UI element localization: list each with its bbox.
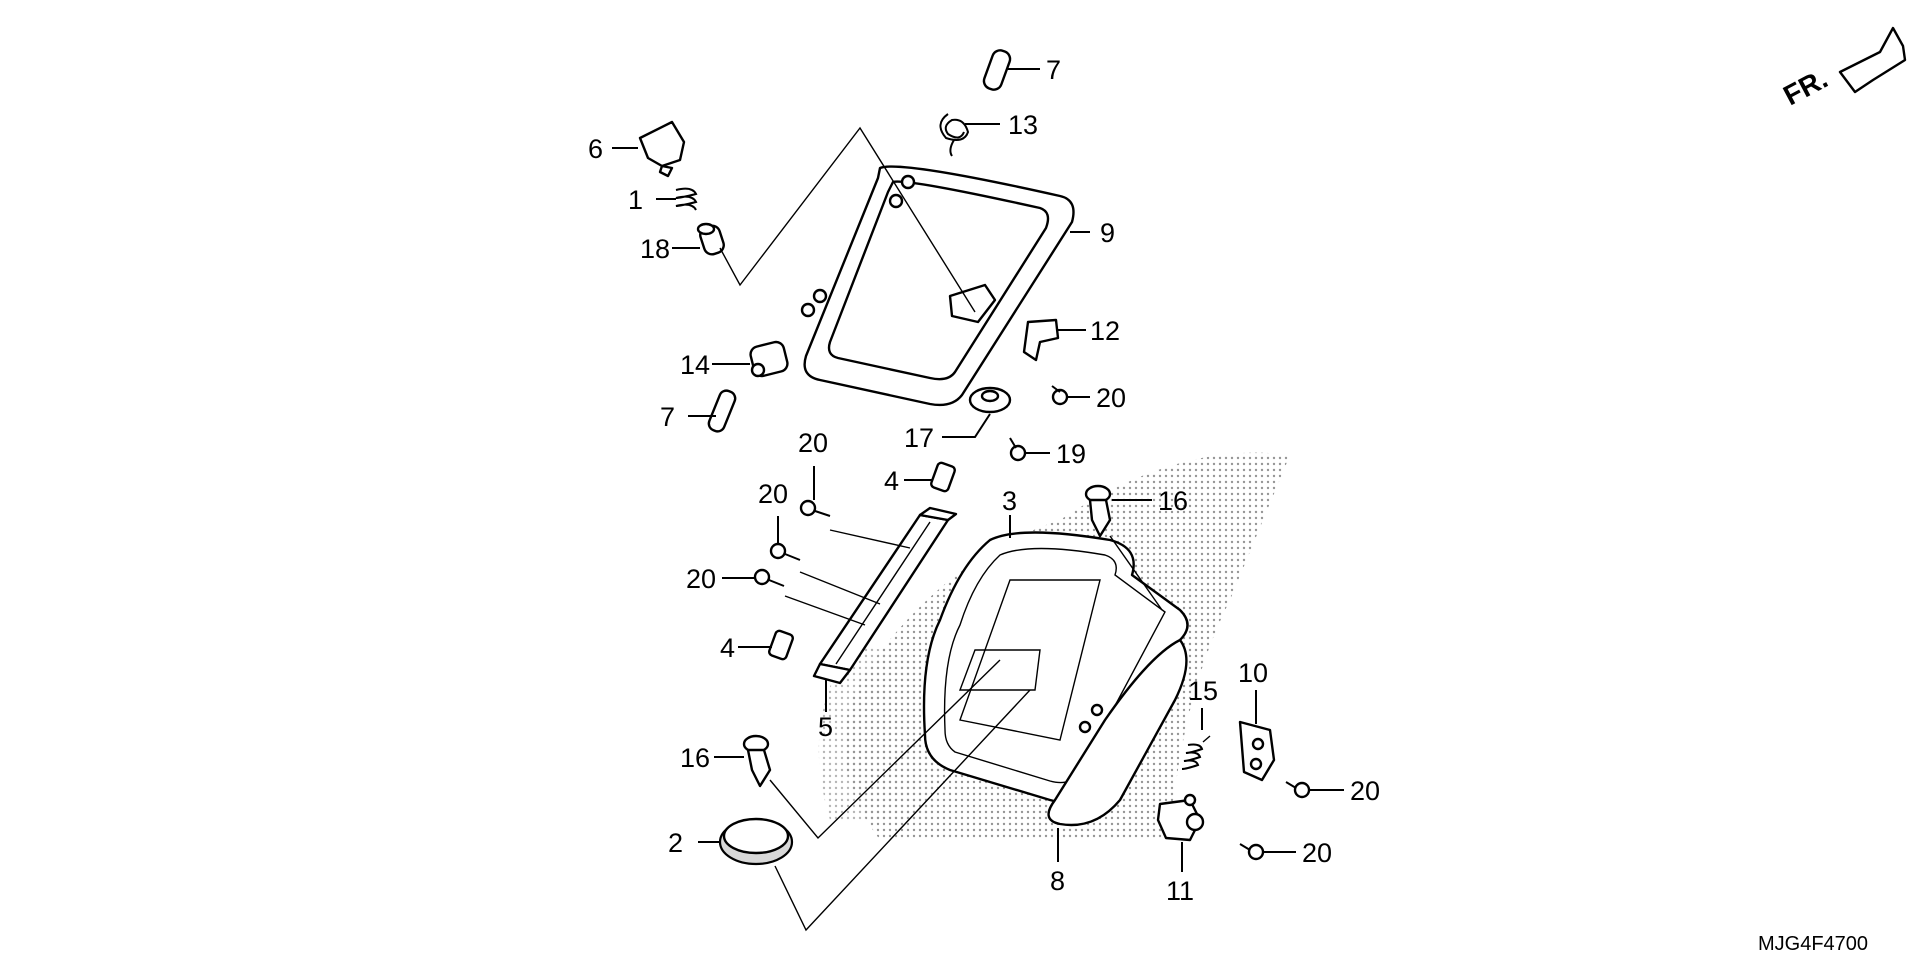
callout-20-top-hinge: 20 bbox=[798, 428, 828, 458]
callout-15: 15 bbox=[1188, 676, 1218, 706]
callout-20-upper-right: 20 bbox=[1096, 383, 1126, 413]
part-16-clip-lower bbox=[742, 734, 772, 788]
part-2-plug bbox=[718, 817, 794, 866]
screw-20-d-icon bbox=[753, 568, 785, 587]
screw-20-e-icon bbox=[1285, 781, 1311, 799]
part-4-nut-lower bbox=[768, 629, 794, 661]
part-12-bracket bbox=[1022, 318, 1060, 362]
part-4-nut-upper bbox=[930, 461, 956, 493]
callout-18: 18 bbox=[640, 234, 670, 264]
callout-20-right-lower: 20 bbox=[1302, 838, 1332, 868]
callout-6: 6 bbox=[588, 134, 603, 164]
part-9-lid-frame bbox=[800, 165, 1075, 407]
part-13-spring bbox=[939, 113, 970, 157]
front-direction-label: FR. bbox=[1778, 63, 1832, 112]
callout-labels: 6 1 18 7 13 9 12 20 14 7 17 19 20 4 20 3… bbox=[588, 55, 1380, 906]
part-7-pin-upper bbox=[982, 49, 1012, 91]
callout-1: 1 bbox=[628, 185, 643, 215]
leader-lines bbox=[612, 68, 1344, 872]
part-5-hinge-bar bbox=[812, 506, 958, 685]
screw-20-c-icon bbox=[769, 542, 801, 561]
screw-20-b-icon bbox=[799, 499, 831, 517]
assembly-lines bbox=[719, 126, 1211, 932]
part-7-pin-lower bbox=[707, 389, 737, 433]
callout-7-upper: 7 bbox=[1046, 55, 1061, 85]
screw-20-a-icon bbox=[1051, 385, 1069, 406]
callout-19: 19 bbox=[1056, 439, 1086, 469]
screw-19-icon bbox=[1009, 437, 1027, 462]
callout-14: 14 bbox=[680, 350, 710, 380]
part-1-spring bbox=[675, 187, 698, 211]
diagram-code: MJG4F4700 bbox=[1758, 933, 1868, 955]
part-18-collar bbox=[696, 222, 725, 256]
front-direction-indicator: FR. bbox=[1778, 26, 1907, 112]
callout-16-upper: 16 bbox=[1158, 486, 1188, 516]
callout-13: 13 bbox=[1008, 110, 1038, 140]
callout-3: 3 bbox=[1002, 486, 1017, 516]
callout-10: 10 bbox=[1238, 658, 1268, 688]
part-6-cap bbox=[638, 120, 686, 178]
callout-20-right-upper: 20 bbox=[1350, 776, 1380, 806]
screw-icons bbox=[753, 385, 1311, 861]
part-15-spring bbox=[1181, 743, 1204, 770]
callout-12: 12 bbox=[1090, 316, 1120, 346]
callout-20-mid-hinge: 20 bbox=[758, 479, 788, 509]
front-arrow-icon bbox=[1838, 26, 1907, 94]
callout-8: 8 bbox=[1050, 866, 1065, 896]
callout-4-lower: 4 bbox=[720, 633, 735, 663]
callout-11: 11 bbox=[1166, 876, 1194, 906]
callout-16-lower: 16 bbox=[680, 743, 710, 773]
part-10-latch-bracket bbox=[1238, 720, 1276, 782]
callout-7-lower: 7 bbox=[660, 402, 675, 432]
callout-9: 9 bbox=[1100, 218, 1115, 248]
part-11-latch bbox=[1156, 793, 1205, 842]
screw-20-f-icon bbox=[1239, 843, 1265, 861]
part-8-lower-cover bbox=[1047, 638, 1188, 827]
callout-2: 2 bbox=[668, 828, 683, 858]
part-17-grommet bbox=[968, 386, 1012, 414]
callout-5: 5 bbox=[818, 712, 833, 742]
part-16-clip-upper bbox=[1084, 484, 1112, 538]
callout-4-upper: 4 bbox=[884, 466, 899, 496]
callout-20-lower-hinge: 20 bbox=[686, 564, 716, 594]
part-14-bushing bbox=[749, 340, 789, 378]
callout-17: 17 bbox=[904, 423, 934, 453]
